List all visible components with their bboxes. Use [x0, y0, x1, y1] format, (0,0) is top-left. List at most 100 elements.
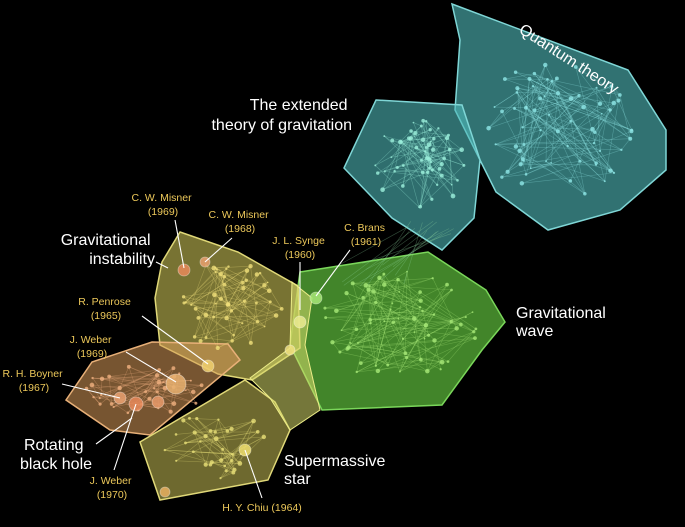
cited-paper-node	[201, 359, 215, 373]
network-edge	[593, 113, 603, 144]
network-node	[419, 124, 423, 128]
network-edge	[400, 141, 420, 208]
network-edge	[517, 87, 614, 104]
network-node	[248, 264, 253, 269]
network-edge	[422, 158, 445, 173]
network-node	[472, 330, 476, 334]
network-edge	[368, 289, 404, 339]
network-node	[543, 62, 548, 68]
network-node	[522, 143, 526, 147]
network-edge	[516, 92, 541, 131]
network-edge	[425, 289, 452, 326]
network-node	[377, 275, 382, 280]
network-edge	[210, 420, 254, 432]
network-node	[383, 320, 386, 323]
network-edge	[375, 130, 412, 166]
network-node	[262, 283, 267, 288]
network-edge	[93, 395, 114, 398]
network-edge	[557, 93, 597, 166]
network-node	[522, 159, 525, 162]
network-edge	[246, 280, 270, 292]
network-edge	[507, 113, 602, 173]
network-edge	[373, 291, 406, 354]
network-edge	[594, 100, 619, 133]
network-edge	[539, 98, 632, 131]
network-edge	[216, 269, 229, 305]
network-edge	[375, 284, 385, 366]
network-edge	[408, 138, 433, 200]
network-node	[421, 309, 424, 313]
network-edge	[119, 366, 130, 389]
label-weber-1970: J. Weber (1970)	[90, 475, 135, 501]
network-edge	[220, 472, 234, 479]
network-edge	[381, 231, 437, 280]
network-edge	[522, 95, 580, 128]
network-edge	[400, 141, 445, 159]
network-edge	[194, 432, 207, 465]
network-edge	[190, 265, 207, 305]
network-edge	[227, 270, 248, 305]
network-node	[213, 436, 219, 441]
network-node	[418, 290, 422, 294]
network-edge	[264, 301, 271, 327]
network-node	[577, 93, 581, 98]
network-edge	[548, 85, 612, 115]
network-edge	[224, 453, 232, 467]
network-edge	[365, 228, 450, 270]
network-edge	[519, 150, 586, 195]
network-node	[435, 183, 439, 187]
network-edge	[383, 273, 415, 319]
network-node	[188, 416, 191, 420]
network-node	[391, 320, 396, 325]
network-node	[248, 340, 253, 345]
network-node	[144, 390, 148, 394]
network-node	[382, 272, 386, 276]
label-misner-1968: C. W. Misner (1968)	[208, 209, 271, 235]
network-node	[425, 368, 430, 374]
network-edge	[183, 296, 216, 304]
network-node	[418, 306, 422, 309]
network-edge	[109, 369, 160, 377]
network-edge	[214, 294, 245, 302]
network-edge	[545, 120, 572, 162]
network-edge	[224, 270, 248, 277]
network-node	[373, 300, 378, 305]
network-edge	[205, 264, 265, 327]
label-brans-1961-name: C. Brans	[344, 222, 385, 234]
label-misner-1969-name: C. W. Misner	[131, 192, 192, 204]
network-edge	[405, 271, 408, 354]
network-node	[218, 271, 224, 277]
network-edge	[529, 78, 545, 97]
network-edge	[391, 150, 426, 158]
network-edge	[384, 135, 438, 186]
network-node	[184, 389, 187, 392]
network-node	[439, 173, 444, 178]
network-edge	[205, 316, 214, 338]
network-edge	[547, 79, 631, 139]
network-edge	[517, 88, 524, 160]
network-edge	[403, 128, 439, 166]
network-node	[518, 162, 523, 167]
network-node	[376, 171, 380, 175]
network-node	[608, 108, 612, 112]
network-node	[529, 167, 532, 170]
network-edge	[368, 273, 385, 290]
network-edge	[515, 71, 620, 96]
network-edge	[349, 342, 388, 366]
network-node	[213, 430, 217, 434]
network-edge	[195, 302, 257, 310]
network-node	[324, 316, 328, 320]
pointer-boyner-1967	[61, 383, 121, 399]
network-node	[195, 417, 199, 421]
network-edge	[519, 80, 553, 151]
network-edge	[176, 428, 232, 435]
network-edge	[596, 87, 601, 151]
network-edge	[514, 108, 558, 132]
network-edge	[525, 64, 546, 108]
network-edge	[387, 359, 421, 366]
network-edge	[231, 431, 258, 455]
network-edge	[348, 340, 435, 348]
network-node	[189, 379, 192, 382]
network-edge	[369, 319, 377, 366]
label-synge-1960-name: J. L. Synge	[272, 235, 325, 247]
